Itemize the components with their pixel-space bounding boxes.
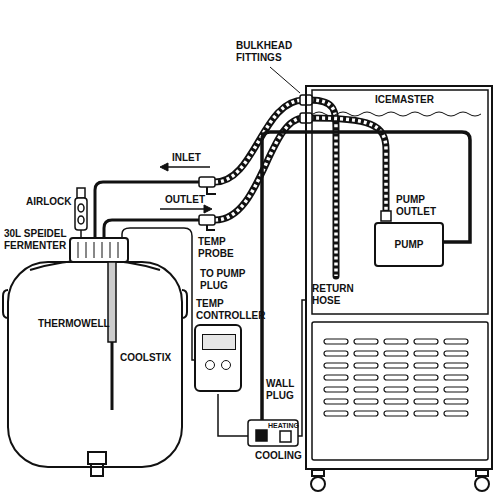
- fermenter: [88, 452, 106, 464]
- braided-hoses: [215, 100, 386, 276]
- pump-cord: [262, 132, 470, 420]
- fermenter: [70, 238, 128, 262]
- controller-device: [194, 324, 242, 392]
- braided-hoses: [310, 100, 336, 276]
- airlock: [78, 216, 84, 224]
- thermowell: [108, 262, 116, 410]
- fermenter: [3, 238, 187, 476]
- flow-arrows: [160, 163, 212, 213]
- callout-label: PUMP OUTLET: [396, 194, 446, 218]
- fermenter: [78, 242, 118, 258]
- callout-label: COOLSTIX: [120, 352, 171, 364]
- airlock: [75, 188, 87, 238]
- casters: [311, 470, 489, 491]
- callout-label: TO PUMP PLUG: [200, 268, 258, 292]
- power-cords: [298, 300, 305, 436]
- airlock: [78, 204, 84, 212]
- airlock: [77, 188, 85, 198]
- icemaster-cabinet: ICEMASTER PUMP: [305, 85, 493, 470]
- leader-line: [270, 67, 300, 93]
- casters: [476, 470, 488, 476]
- thermowell: [108, 262, 116, 342]
- valves: [207, 187, 216, 194]
- icemaster-interior: [313, 112, 481, 116]
- icemaster-interior: [312, 90, 488, 314]
- controller-button: [221, 360, 231, 370]
- callout-label: 30L SPEIDEL FERMENTER: [4, 228, 84, 252]
- part-name: ICEMASTER: [375, 94, 434, 106]
- fermenter: [91, 464, 103, 476]
- part-name: PUMP: [395, 239, 424, 251]
- callout-label: COOLING: [255, 450, 302, 462]
- casters: [475, 477, 489, 491]
- device-heading: TEMP CONTROLLER: [190, 298, 273, 322]
- icemaster-interior: [312, 90, 488, 460]
- valves: [207, 225, 215, 230]
- controller-screen: [202, 334, 236, 350]
- flow-arrows: [204, 205, 212, 213]
- power-outlet: [280, 431, 291, 442]
- casters: [312, 470, 324, 476]
- temp-controller: TEMP CONTROLLER: [190, 298, 273, 392]
- thermowell: [111, 342, 114, 410]
- callout-label: TEMP PROBE: [198, 236, 246, 260]
- pump-spout: [381, 211, 391, 221]
- power-cords: [218, 394, 248, 436]
- flow-arrows: [160, 163, 168, 171]
- icemaster-interior: [322, 336, 472, 420]
- airlock: [75, 198, 87, 230]
- valves: [199, 177, 215, 187]
- callout-label: WALL PLUG: [266, 378, 296, 402]
- icemaster-interior: [312, 322, 488, 460]
- fermenter: [3, 290, 8, 318]
- temp-probe-cord: [122, 228, 194, 360]
- airlock: [80, 230, 82, 238]
- flow-arrows: [160, 208, 206, 210]
- controller-button: [205, 360, 215, 370]
- power-outlet: [248, 420, 298, 446]
- flow-arrows: [166, 166, 210, 168]
- pump-spout: [381, 211, 391, 221]
- callout-label: BULKHEAD FITTINGS: [236, 40, 298, 64]
- callout-label: HEATING: [268, 421, 299, 430]
- fermenter-tubes: [95, 182, 200, 238]
- callout-label: OUTLET: [165, 194, 205, 206]
- leader-line: [270, 67, 300, 93]
- fermenter-tubes: [104, 220, 200, 238]
- valves: [199, 215, 215, 225]
- pump-box: PUMP: [374, 222, 444, 267]
- callout-label: INLET: [172, 152, 201, 164]
- callout-label: THERMOWELL: [38, 318, 110, 330]
- temp-probe-cord: [122, 228, 194, 360]
- braided-hoses: [310, 100, 336, 276]
- fermenter-tubes: [95, 182, 200, 238]
- power-outlet: [248, 420, 298, 446]
- callout-label: AIRLOCK: [26, 196, 72, 208]
- fermenter: [182, 290, 187, 318]
- casters: [311, 477, 325, 491]
- fermenter: [8, 262, 182, 467]
- callout-label: RETURN HOSE: [312, 283, 362, 307]
- pump-cord: [262, 132, 470, 420]
- power-outlet: [256, 430, 267, 441]
